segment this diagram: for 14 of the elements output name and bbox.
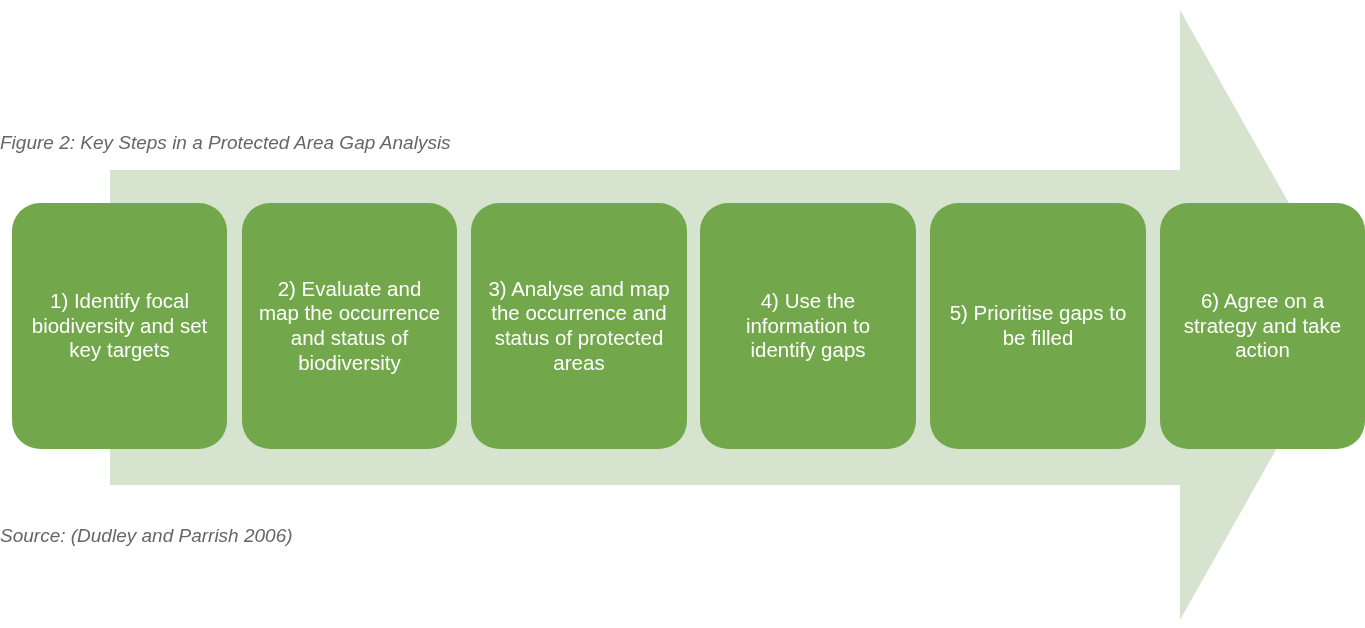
step-box [930, 203, 1146, 449]
step-box [471, 203, 687, 449]
step-label: 3) Analyse and map the occurrence and status of protected areas [487, 276, 671, 376]
step-box [1160, 203, 1365, 449]
step-label: 4) Use the information to identify gaps [744, 289, 872, 363]
source-caption: Source: (Dudley and Parrish 2006) [0, 525, 293, 547]
step-label: 1) Identify focal biodiversity and set key targets [30, 289, 209, 363]
step-label: 2) Evaluate and map the occurrence and status of biodiversity [257, 276, 442, 376]
step-box [12, 203, 227, 449]
figure-title: Figure 2: Key Steps in a Protected Area Gap Analysis [0, 132, 451, 154]
step-box [700, 203, 916, 449]
step-box [242, 203, 457, 449]
step-label: 6) Agree on a strategy and take action [1182, 289, 1343, 363]
step-label: 5) Prioritise gaps to be filled [948, 301, 1128, 351]
